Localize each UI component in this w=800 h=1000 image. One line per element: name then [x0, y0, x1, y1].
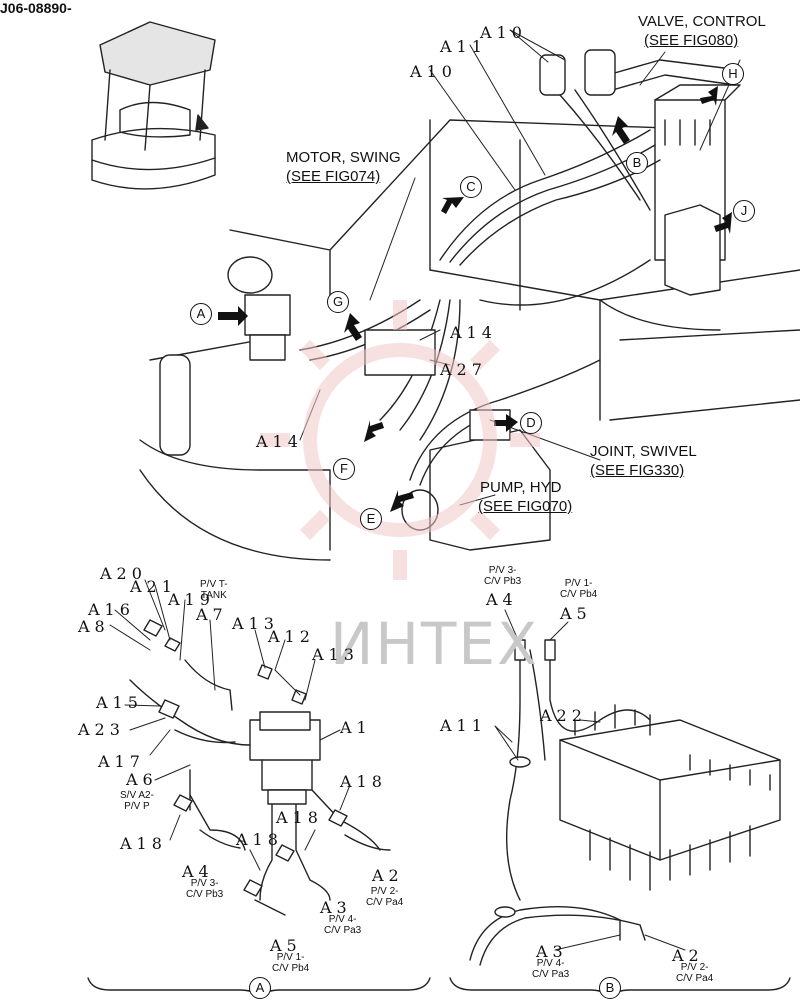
label-pv2-pa4-b: P/V 2- C/V Pa4	[676, 962, 714, 984]
ref-db-a3: A3	[536, 942, 568, 961]
ref-da-a18-mid: A18	[276, 808, 323, 827]
ref-db-a2: A2	[672, 946, 704, 965]
label-joint-swivel-ref[interactable]: (SEE FIG330)	[590, 462, 685, 479]
document-id: J06-08890-	[0, 0, 72, 16]
ref-da-a18-center: A18	[236, 830, 283, 849]
callout-h: H	[722, 63, 744, 85]
callout-b: B	[626, 152, 648, 174]
callout-c: C	[460, 176, 482, 198]
ref-da-a6: A6	[126, 770, 158, 789]
label-motor-swing: MOTOR, SWING	[286, 149, 401, 166]
label-pv1-pb4-b: P/V 1- C/V Pb4	[560, 578, 598, 600]
callout-a: A	[190, 303, 212, 325]
ref-da-a13-right: A13	[312, 645, 359, 664]
label-pv4-pa3-a: P/V 4- C/V Pa3	[324, 914, 362, 936]
ref-da-a20: A20	[100, 564, 147, 583]
label-pump-hyd-ref[interactable]: (SEE FIG070)	[478, 498, 573, 515]
ref-da-a12: A12	[268, 627, 315, 646]
ref-da-a15: A15	[96, 693, 143, 712]
detail-b-lines	[469, 639, 781, 966]
ref-da-a19: A19	[168, 590, 215, 609]
label-joint-swivel: JOINT, SWIVEL	[590, 443, 697, 460]
label-valve-control: VALVE, CONTROL	[638, 13, 766, 30]
ref-db-a4: A4	[486, 590, 518, 609]
label-pv2-pa4-a: P/V 2- C/V Pa4	[366, 886, 404, 908]
ref-main-a14-left: A14	[256, 432, 303, 451]
ref-main-a10: A10	[410, 62, 457, 81]
label-pv1-pb4-a: P/V 1- C/V Pb4	[272, 952, 310, 974]
ref-db-a22: A22	[540, 706, 587, 725]
ref-da-a2: A2	[372, 866, 404, 885]
ref-main-a11: A11	[440, 37, 487, 56]
ref-da-a23: A23	[78, 720, 125, 739]
watermark-text: ИНТЕХ	[330, 610, 539, 678]
callout-j: J	[733, 200, 755, 222]
label-pv-t-tank: P/V T- TANK	[200, 579, 228, 601]
leader-lines-main	[299, 29, 741, 506]
leader-lines-detail-a	[109, 579, 351, 871]
ref-da-a18-left: A18	[120, 834, 167, 853]
machine-thumbnail	[91, 21, 216, 190]
ref-db-a11: A11	[440, 716, 487, 735]
label-pump-hyd: PUMP, HYD	[480, 479, 562, 496]
ref-da-a16: A16	[88, 600, 135, 619]
label-sv-a2-pvp: S/V A2- P/V P	[120, 790, 154, 812]
ref-main-a27: A27	[440, 360, 487, 379]
label-motor-swing-ref[interactable]: (SEE FIG074)	[286, 168, 381, 185]
ref-main-a14-right: A14	[450, 323, 497, 342]
ref-da-a21: A21	[130, 577, 177, 596]
callout-e: E	[360, 508, 382, 530]
ref-db-a5: A5	[560, 604, 592, 623]
ref-da-a8: A8	[78, 617, 110, 636]
label-pv3-pb3-b: P/V 3- C/V Pb3	[484, 565, 522, 587]
ref-da-a4: A4	[182, 862, 214, 881]
callout-g: G	[327, 291, 349, 313]
section-a-marker: A	[249, 977, 271, 999]
ref-da-a7: A7	[196, 605, 228, 624]
ref-da-a3: A3	[320, 898, 352, 917]
ref-main-a10-top: A10	[480, 23, 527, 42]
watermark-gear	[260, 300, 540, 580]
callout-f: F	[333, 458, 355, 480]
label-valve-control-ref[interactable]: (SEE FIG080)	[644, 32, 739, 49]
section-b-marker: B	[599, 977, 621, 999]
label-pv3-pb3-a: P/V 3- C/V Pb3	[186, 878, 224, 900]
ref-da-a18-right: A18	[340, 772, 387, 791]
callout-d: D	[520, 412, 542, 434]
ref-da-a1: A1	[340, 718, 372, 737]
ref-da-a13-left: A13	[232, 614, 279, 633]
detail-a-lines	[129, 619, 391, 916]
pointer-arrows	[218, 86, 732, 512]
leader-lines-detail-b	[494, 609, 686, 951]
ref-da-a17: A17	[98, 752, 145, 771]
main-assembly-lines	[139, 49, 800, 561]
ref-da-a5: A5	[270, 936, 302, 955]
label-pv4-pa3-b: P/V 4- C/V Pa3	[532, 958, 570, 980]
